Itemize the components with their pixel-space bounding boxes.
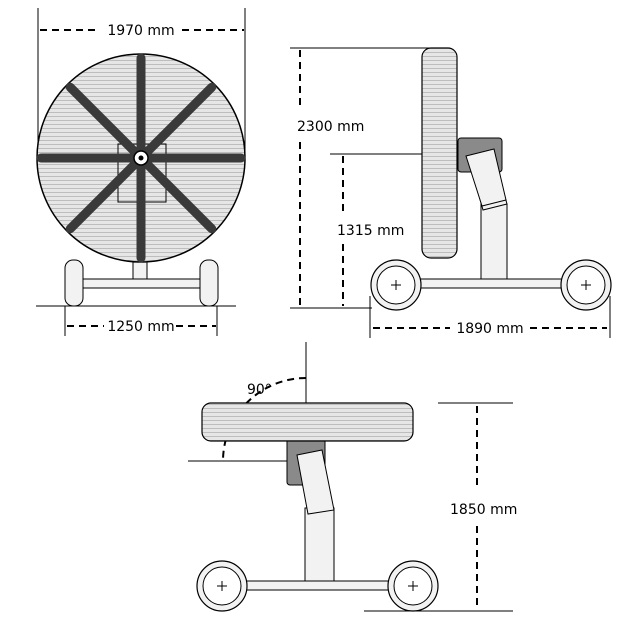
tilted-view: 90° 1850 mm — [188, 342, 517, 612]
side-length-label: 1890 mm — [456, 321, 523, 337]
front-wheel-left — [64, 259, 84, 307]
side-column — [480, 203, 508, 281]
front-width-label: 1970 mm — [107, 23, 174, 39]
tilted-wheel-rear — [387, 560, 439, 612]
tilted-fan-drum — [201, 402, 414, 442]
side-wheel-front — [370, 259, 422, 311]
side-fan-drum — [421, 47, 458, 259]
side-hub-height-label: 1315 mm — [337, 223, 404, 239]
side-view: 2300 mm 1315 mm 1890 — [290, 47, 612, 338]
side-wheel-rear — [560, 259, 612, 311]
front-track-label: 1250 mm — [107, 319, 174, 335]
side-total-height-label: 2300 mm — [297, 119, 364, 135]
tilted-height-label: 1850 mm — [450, 502, 517, 518]
tilted-angle-label: 90° — [247, 382, 272, 398]
front-wheel-right — [199, 259, 219, 307]
side-base-beam — [395, 278, 587, 289]
tilted-base-beam — [222, 580, 414, 591]
tilted-wheel-front — [196, 560, 248, 612]
side-column-link-front — [465, 148, 507, 207]
front-axle — [71, 278, 211, 289]
tilted-angle-arc — [222, 377, 307, 462]
front-view: 1970 mm 1250 mm — [36, 8, 246, 336]
tilted-column-link — [296, 449, 335, 515]
tilted-column — [304, 507, 335, 585]
front-hub-center — [138, 155, 144, 161]
